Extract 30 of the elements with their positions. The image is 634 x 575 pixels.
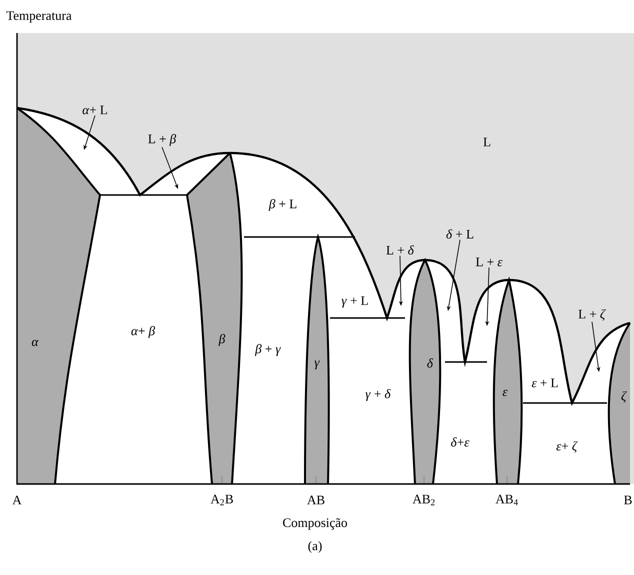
region-label: ε + L xyxy=(532,378,558,388)
region-label: α xyxy=(32,340,39,346)
axis-title: Composição xyxy=(283,518,348,530)
composition-label: AB$_{2}$ xyxy=(412,494,435,506)
region-label: α+ L xyxy=(82,106,108,114)
composition-label: AB xyxy=(307,496,324,504)
region-label: α+ β xyxy=(131,326,156,338)
region-label: L + β xyxy=(148,134,176,146)
region-label: δ+ε xyxy=(451,437,470,447)
composition-label: B xyxy=(624,496,632,504)
region-label: ε+ ζ xyxy=(556,441,578,453)
region-label: γ + L xyxy=(342,296,368,308)
region-label: L + δ xyxy=(386,245,414,255)
axis-title: Temperatura xyxy=(6,11,72,23)
region-label: L xyxy=(483,138,490,146)
region-label: L + ε xyxy=(476,258,502,266)
region-label: β + γ xyxy=(254,344,281,356)
composition-label: AB$_{4}$ xyxy=(496,494,518,506)
region-label: γ xyxy=(314,360,320,370)
region-label: δ + L xyxy=(446,229,474,239)
composition-label: A$_{2}$B xyxy=(210,494,233,506)
region-label: β xyxy=(218,334,226,346)
composition-label: A xyxy=(12,496,22,504)
region-label: ε xyxy=(502,390,508,396)
region-label: δ xyxy=(427,358,434,368)
region-label: ζ xyxy=(621,391,627,403)
region-label: β + L xyxy=(268,199,296,211)
panel-label: (a) xyxy=(308,541,322,553)
region-label: L + ζ xyxy=(578,309,606,321)
region-label: γ + δ xyxy=(366,389,391,401)
